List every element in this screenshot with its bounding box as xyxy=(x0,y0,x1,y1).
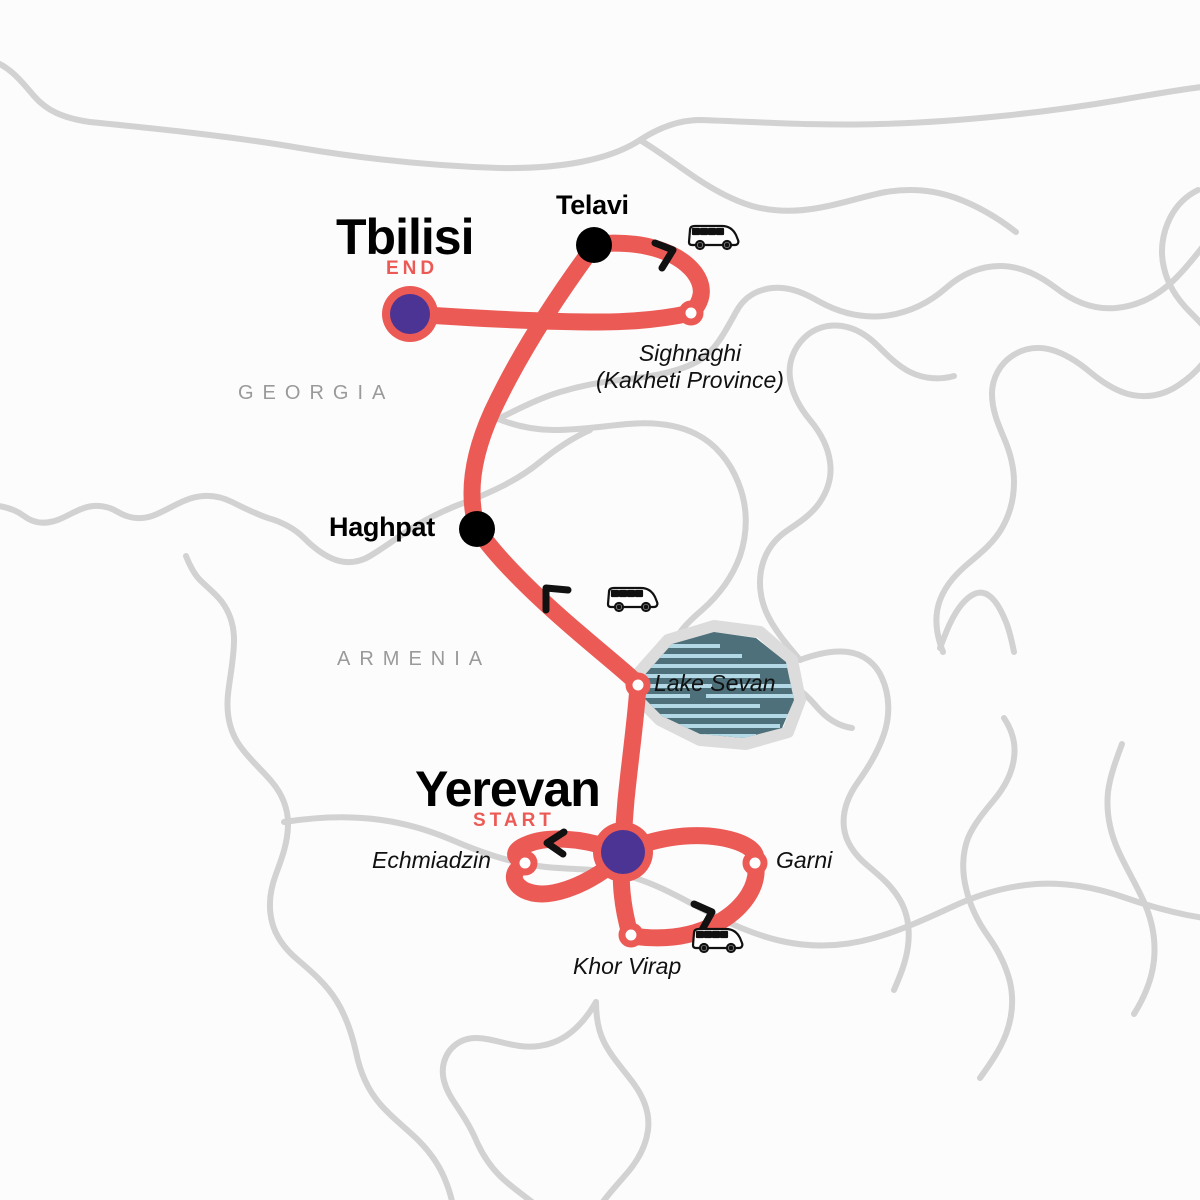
bus-icon-khorvirap xyxy=(691,927,744,954)
stop-marker-lake-sevan xyxy=(625,672,651,698)
hub-markers[interactable] xyxy=(382,286,653,882)
direction-arrows xyxy=(542,239,716,934)
bus-icon-kakheti xyxy=(687,224,740,251)
route-yerevan-echmiadzin-lower xyxy=(505,855,619,903)
arrow-telavi-sighnaghi xyxy=(651,239,677,272)
hub-marker-yerevan xyxy=(593,822,653,882)
tour-route-lines xyxy=(403,234,765,947)
stop-marker-khor-virap xyxy=(618,922,644,948)
route-telavi-sighnaghi xyxy=(587,234,710,322)
arrow-khorvirap-garni xyxy=(690,900,716,934)
route-garni-khorvirap xyxy=(623,857,765,947)
route-haghpat-lakesevan xyxy=(469,521,647,693)
route-telavi-haghpat xyxy=(463,237,603,537)
city-markers[interactable] xyxy=(459,227,612,547)
route-stop-markers[interactable] xyxy=(512,300,768,948)
stop-marker-garni xyxy=(742,850,768,876)
city-marker-telavi xyxy=(576,227,612,263)
bus-icon-sevan xyxy=(606,586,659,613)
transport-bus-icons xyxy=(606,224,744,954)
route-yerevan-garni-upper xyxy=(629,827,765,871)
arrow-yerevan-echmiadzin xyxy=(543,828,568,858)
stop-marker-echmiadzin xyxy=(512,850,538,876)
lake-sevan-shape xyxy=(630,620,806,750)
country-borders xyxy=(0,60,1200,1200)
hub-marker-tbilisi xyxy=(382,286,438,342)
stop-marker-sighnaghi xyxy=(678,300,704,326)
arrow-haghpat-sevan xyxy=(542,584,572,614)
route-tbilisi-sighnaghi xyxy=(403,304,700,331)
city-marker-haghpat xyxy=(459,511,495,547)
